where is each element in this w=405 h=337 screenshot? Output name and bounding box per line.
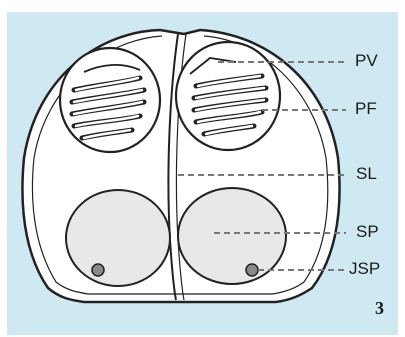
right-pocket	[176, 42, 280, 150]
figure-number: 3	[375, 298, 384, 319]
right-junction-spot	[246, 264, 258, 276]
left-storage-lobe	[66, 190, 170, 286]
label-jsp: JSP	[349, 259, 380, 279]
label-sl: SL	[356, 164, 377, 184]
left-junction-spot	[92, 264, 104, 276]
label-sp: SP	[356, 222, 379, 242]
label-pv: PV	[355, 51, 378, 71]
label-pf: PF	[355, 99, 377, 119]
